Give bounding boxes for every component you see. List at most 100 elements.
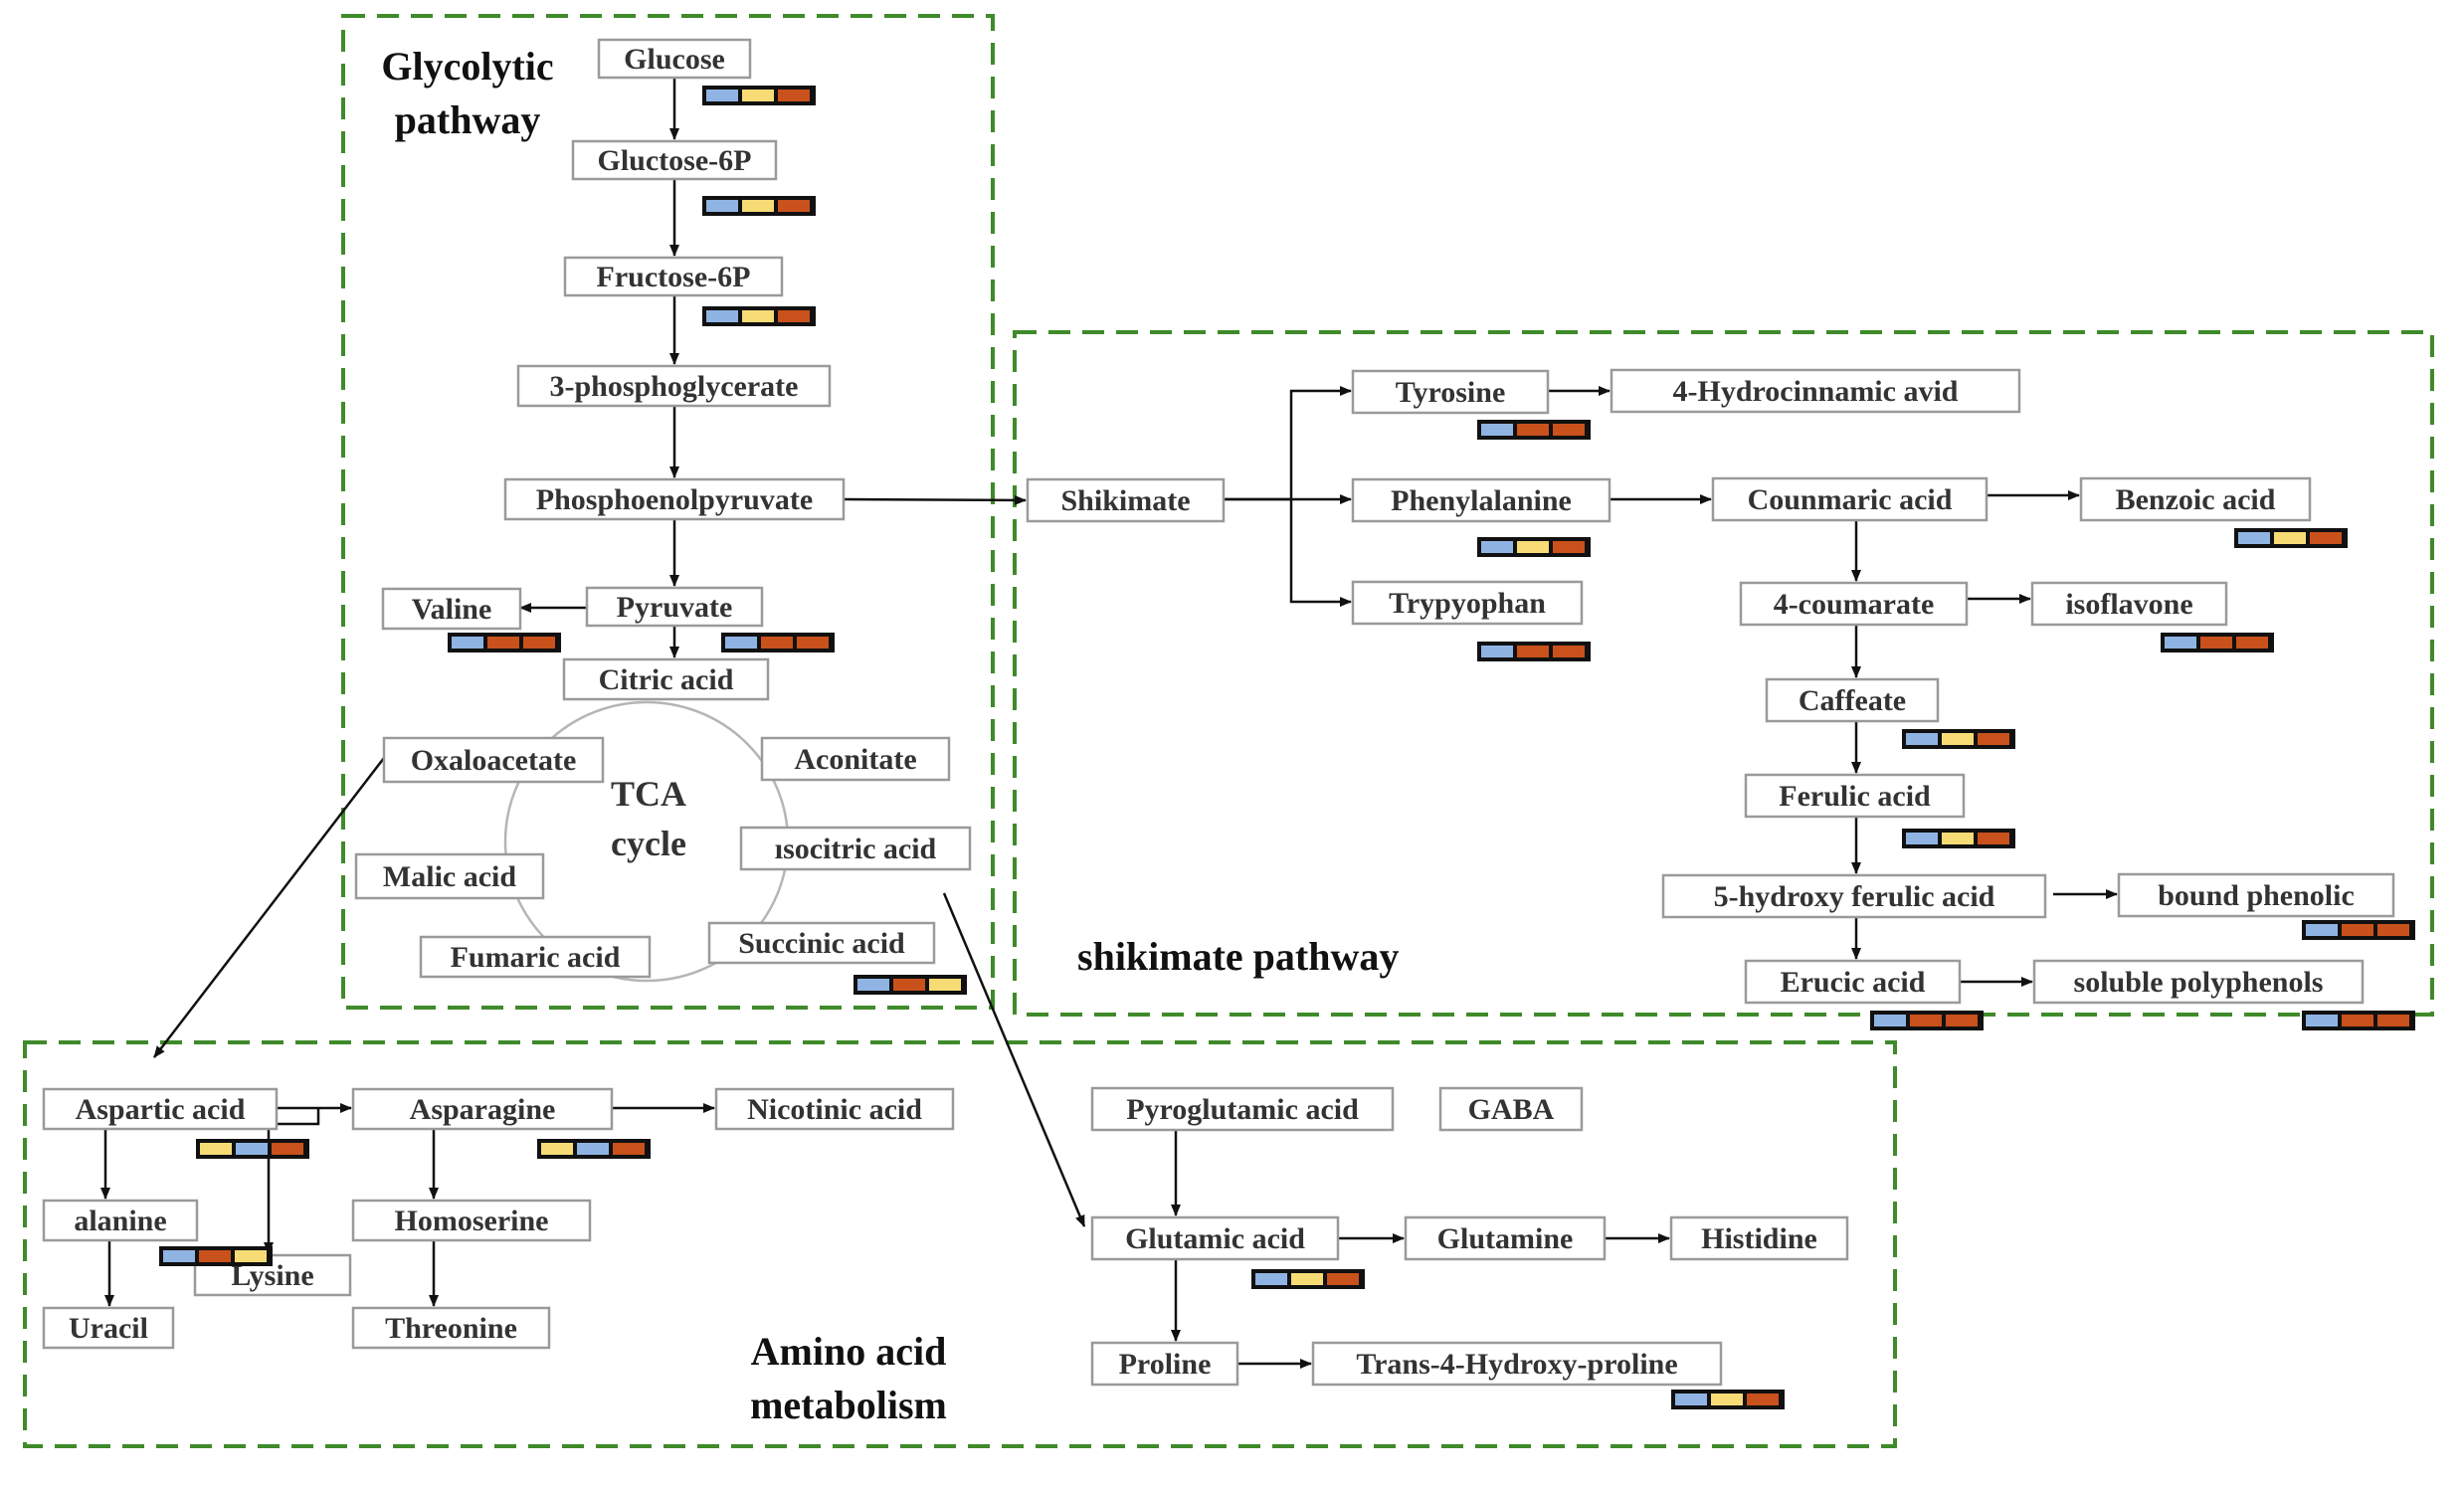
indicator-cell-orange: [2310, 532, 2342, 544]
node-box: [382, 736, 605, 784]
node-box: [1744, 773, 1966, 819]
indicator-cell-orange: [1517, 646, 1549, 657]
node-label: Trypyophan: [1389, 587, 1546, 620]
node-label: Phenylalanine: [1391, 484, 1572, 517]
indicator-cell-light-blue: [1906, 833, 1938, 844]
shikimate-region-border: [1013, 330, 2434, 1017]
node-label: 4-coumarate: [1774, 588, 1935, 621]
node-alanine: alanine: [42, 1199, 199, 1242]
indicator-cell-light-blue: [1675, 1394, 1707, 1405]
arrow-aspartic-to-lysine: [264, 1108, 320, 1254]
node-label: Fructose-6P: [597, 261, 751, 293]
indicator-cell-orange: [1747, 1394, 1779, 1405]
indicator-ferulic: [1902, 829, 2015, 848]
node-label: Valine: [412, 593, 492, 626]
node-box: [516, 364, 832, 408]
node-label: Oxaloacetate: [411, 744, 577, 777]
node-label: Malic acid: [383, 860, 516, 893]
indicator-aspartic: [196, 1139, 309, 1159]
node-label: Gluctose-6P: [598, 144, 752, 177]
node-label: Threonine: [385, 1312, 517, 1345]
node-malic: Malic acid: [354, 852, 545, 900]
node-label: Pyroglutamic acid: [1126, 1093, 1359, 1126]
node-box: [2117, 872, 2395, 918]
indicator-cell-light-blue: [1481, 646, 1513, 657]
indicator-cell-yellow: [1291, 1273, 1323, 1285]
indicator-cell-light-blue: [857, 979, 889, 991]
indicator-cell-orange: [1946, 1015, 1978, 1026]
node-label: Citric acid: [599, 663, 734, 696]
indicator-glucose: [702, 86, 816, 105]
node-box: [1404, 1215, 1607, 1261]
node-label: Fumaric acid: [451, 941, 621, 974]
indicator-cell-light-blue: [1906, 733, 1938, 745]
node-box: [2030, 581, 2228, 627]
node-label: Glucose: [624, 43, 725, 76]
node-aconitate: Aconitate: [760, 736, 951, 782]
indicator-cell-yellow: [929, 979, 961, 991]
node-box: [1669, 1215, 1849, 1261]
indicator-cell-orange: [778, 200, 810, 212]
node-label: Uracil: [69, 1312, 148, 1345]
indicator-cell-light-blue: [452, 637, 483, 649]
node-hydroxyproline: Trans-4-Hydroxy-proline: [1311, 1341, 1723, 1387]
node-box: [354, 852, 545, 900]
node-label: Histidine: [1701, 1222, 1817, 1255]
indicator-cell-light-blue: [725, 637, 757, 649]
node-hydrocinnamic: 4-Hydrocinnamic avid: [1610, 368, 2021, 414]
indicator-cell-yellow: [742, 90, 774, 101]
indicator-cell-orange: [613, 1143, 645, 1155]
node-box: [707, 921, 936, 965]
node-label: 3-phosphoglycerate: [550, 370, 799, 403]
node-fructose6p: Fructose-6P: [563, 256, 784, 297]
indicator-cell-light-blue: [1481, 424, 1513, 436]
node-label: Benzoic acid: [2116, 483, 2276, 516]
node-label: isoflavone: [2065, 588, 2192, 621]
indicator-cell-orange: [1327, 1273, 1359, 1285]
node-box: [1765, 677, 1940, 723]
indicator-erucic: [1870, 1011, 1984, 1030]
node-box: [1711, 476, 1989, 522]
node-phenylalanine: Phenylalanine: [1351, 477, 1611, 523]
indicator-cell-orange: [893, 979, 925, 991]
indicator-phenylalanine: [1477, 537, 1591, 557]
node-box: [597, 38, 752, 80]
indicator-asparagine: [537, 1139, 651, 1159]
node-shikimate: Shikimate: [1026, 477, 1226, 523]
node-box: [351, 1087, 614, 1131]
node-box: [42, 1087, 279, 1131]
node-oxaloacetate: Oxaloacetate: [382, 736, 605, 784]
node-label: soluble polyphenols: [2074, 966, 2324, 999]
indicator-cell-light-blue: [1255, 1273, 1287, 1285]
node-label: Asparagine: [410, 1093, 556, 1126]
indicator-isoflavone: [2161, 633, 2274, 652]
node-box: [2079, 476, 2312, 522]
node-isocitric: ısocitric acid: [739, 826, 972, 871]
node-isoflavone: isoflavone: [2030, 581, 2228, 627]
node-bound-phenolic: bound phenolic: [2117, 872, 2395, 918]
expression-indicators: [159, 86, 2415, 1409]
node-box: [1026, 477, 1226, 523]
node-box: [42, 1306, 175, 1350]
indicator-cell-orange: [2342, 924, 2373, 936]
indicator-cell-orange: [199, 1250, 231, 1262]
indicator-soluble-polyphenols: [2302, 1011, 2415, 1030]
indicator-cell-yellow: [742, 200, 774, 212]
node-label: GABA: [1468, 1093, 1555, 1126]
node-glucose: Glucose: [597, 38, 752, 80]
indicator-cell-yellow: [742, 310, 774, 322]
indicator-cell-orange: [272, 1143, 303, 1155]
node-label: Pyruvate: [617, 591, 733, 624]
node-label: ısocitric acid: [775, 833, 937, 865]
node-pg3: 3-phosphoglycerate: [516, 364, 832, 408]
indicator-cell-orange: [523, 637, 555, 649]
node-box: [562, 657, 770, 701]
indicator-cell-yellow: [1942, 733, 1974, 745]
indicator-pyruvate: [721, 633, 835, 652]
indicator-hydroxyproline: [1671, 1390, 1785, 1409]
indicator-cell-orange: [2377, 924, 2409, 936]
node-label: bound phenolic: [2158, 879, 2355, 912]
node-label: Shikimate: [1060, 484, 1190, 517]
indicator-cell-orange: [761, 637, 793, 649]
